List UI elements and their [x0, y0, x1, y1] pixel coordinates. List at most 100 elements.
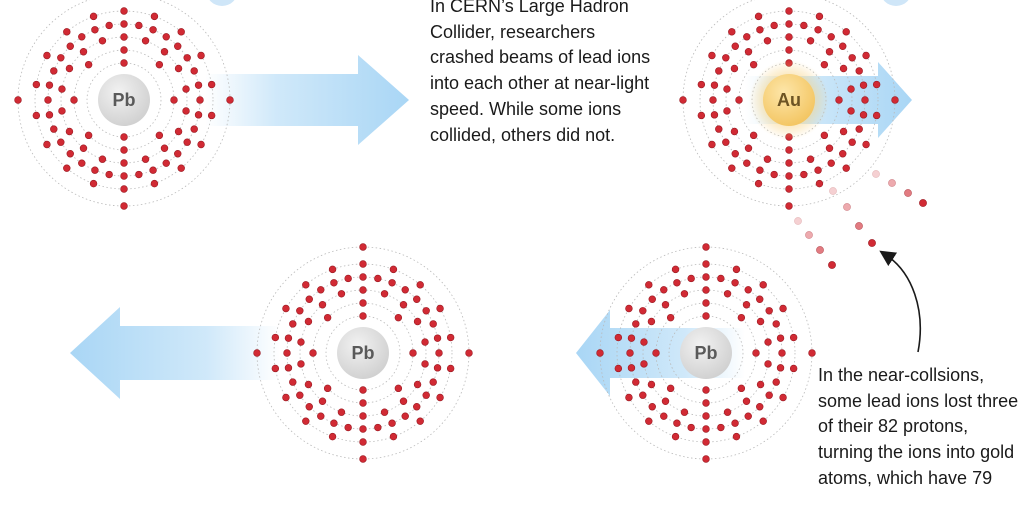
- electron: [785, 185, 793, 193]
- electron: [57, 54, 65, 62]
- electron: [305, 403, 313, 411]
- electron: [43, 140, 51, 149]
- electron: [388, 419, 396, 427]
- electron: [446, 364, 455, 373]
- electron: [625, 393, 633, 402]
- electron: [436, 304, 444, 313]
- electron: [183, 138, 191, 146]
- electron: [50, 125, 58, 133]
- nucleus-symbol: Pb: [694, 343, 717, 363]
- electron: [389, 265, 398, 274]
- electron: [105, 21, 113, 30]
- electron-cloud: [596, 243, 816, 463]
- gold-atom: Au: [679, 0, 899, 210]
- electron: [648, 403, 656, 411]
- electron: [120, 146, 128, 154]
- electron: [416, 417, 424, 425]
- electron: [174, 150, 182, 158]
- electron: [679, 96, 687, 104]
- electron: [45, 81, 54, 89]
- electron: [359, 299, 367, 307]
- electron: [820, 131, 829, 140]
- electron: [58, 85, 66, 93]
- electron: [778, 349, 786, 357]
- electron-shell: [273, 263, 453, 443]
- electron: [297, 338, 305, 346]
- electron: [359, 243, 367, 251]
- electron: [436, 393, 444, 402]
- step-badge: [209, 0, 235, 6]
- ejected-proton: [843, 203, 851, 211]
- electron: [756, 166, 764, 174]
- electron: [666, 384, 675, 393]
- electron: [839, 127, 848, 136]
- electron: [731, 150, 739, 158]
- electron-shell: [86, 62, 162, 138]
- electron: [645, 417, 653, 425]
- electron: [282, 304, 290, 313]
- electron: [731, 419, 739, 427]
- electron: [70, 96, 78, 104]
- electron: [359, 412, 367, 420]
- electron: [848, 54, 856, 62]
- electron: [756, 26, 764, 34]
- electron: [759, 281, 767, 289]
- electron: [317, 412, 325, 420]
- electron: [78, 159, 86, 167]
- electron: [732, 432, 741, 441]
- electron: [702, 260, 710, 268]
- electron: [45, 111, 54, 119]
- electron: [380, 290, 389, 298]
- electron: [640, 338, 648, 346]
- motion-arrow-right: [205, 55, 409, 145]
- electron: [120, 172, 128, 180]
- electron: [44, 96, 52, 104]
- nucleus-symbol: Pb: [351, 343, 374, 363]
- lead-nucleus: [680, 327, 732, 379]
- electron: [433, 364, 442, 372]
- electron: [660, 286, 668, 294]
- step-badge: [883, 0, 909, 6]
- electron: [359, 455, 367, 463]
- electron: [789, 364, 798, 373]
- electron: [839, 150, 847, 158]
- electron: [702, 438, 710, 446]
- electron: [815, 179, 824, 188]
- electron: [271, 364, 280, 373]
- electron: [32, 111, 41, 120]
- electron: [744, 412, 752, 420]
- electron: [359, 425, 367, 433]
- electron: [785, 7, 793, 15]
- electron: [730, 64, 739, 73]
- electron: [78, 33, 86, 41]
- electron: [744, 144, 753, 152]
- electron: [702, 455, 710, 463]
- electron: [756, 317, 765, 326]
- electron: [446, 333, 455, 342]
- electron: [63, 164, 71, 172]
- electron: [120, 7, 128, 15]
- electron: [190, 67, 198, 75]
- electron: [177, 164, 185, 172]
- electron: [697, 80, 706, 89]
- electron: [296, 307, 304, 315]
- electron: [825, 144, 834, 152]
- annotation-arrow: [879, 250, 922, 353]
- electron: [737, 384, 746, 393]
- electron: [323, 313, 332, 322]
- ejected-proton: [868, 239, 876, 247]
- electron: [120, 46, 128, 54]
- electron: [160, 48, 169, 56]
- electron: [289, 378, 297, 386]
- electron: [194, 111, 203, 119]
- electron: [708, 51, 716, 60]
- electron: [732, 265, 741, 274]
- electron: [197, 51, 205, 60]
- electron: [861, 96, 869, 104]
- electron: [702, 412, 710, 420]
- electron: [79, 48, 88, 56]
- electron: [304, 380, 313, 389]
- electron: [207, 111, 216, 120]
- electron: [422, 391, 430, 399]
- electron: [785, 46, 793, 54]
